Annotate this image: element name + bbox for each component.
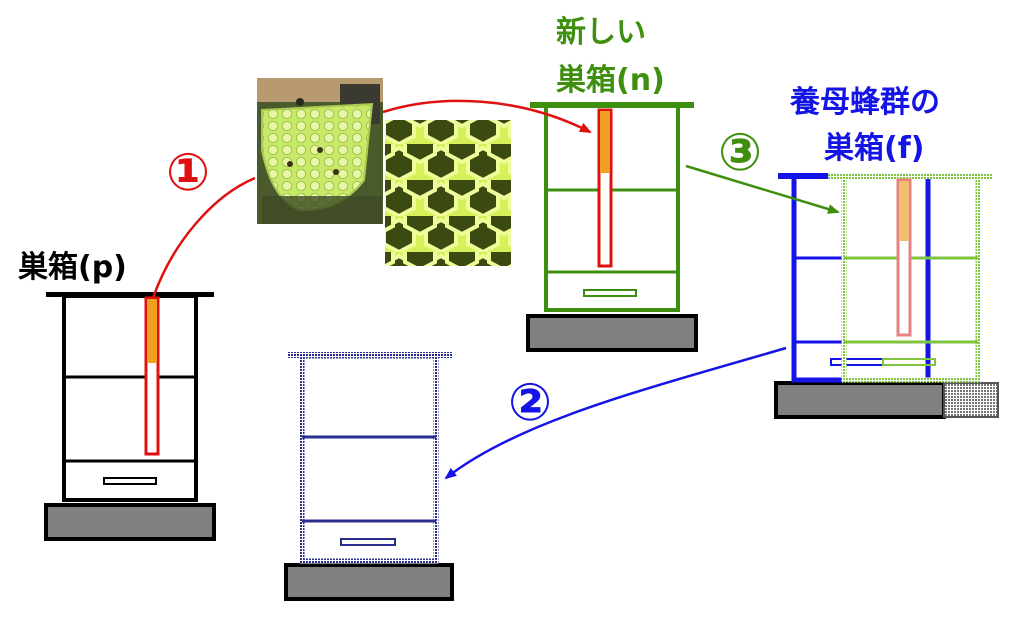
hive-f-overlay-entrance xyxy=(882,358,936,366)
hive-n-label-line2: 巣箱(n) xyxy=(556,63,665,98)
hive-n-entrance xyxy=(583,289,637,297)
hive-f-entrance xyxy=(830,358,884,366)
hive-f-comb-brood xyxy=(899,181,909,241)
hive-f-base-shadow xyxy=(943,382,999,418)
arrow-step3 xyxy=(685,164,840,214)
hive-p-base xyxy=(44,503,216,541)
hive-p-body xyxy=(62,294,198,502)
honeycomb-photo-icon xyxy=(257,78,383,224)
hive-p-entrance xyxy=(103,477,157,485)
step1-number: ① xyxy=(166,143,210,203)
arrow-step2 xyxy=(444,346,787,480)
hive-f-base xyxy=(774,381,946,419)
hive-empty-entrance xyxy=(340,538,396,546)
hive-p-comb-brood xyxy=(147,299,157,363)
hive-p-label: 巣箱(p) xyxy=(18,250,127,285)
hive-n xyxy=(526,102,698,352)
hive-n-comb-brood xyxy=(600,111,610,173)
hive-empty-base xyxy=(284,563,454,601)
hive-f-overlay-body xyxy=(841,173,981,383)
hive-f xyxy=(774,173,999,419)
honeycomb-closeup-photo-icon xyxy=(385,120,511,266)
hive-f-label-line2: 巣箱(f) xyxy=(824,131,924,166)
hive-n-label-line1: 新しい xyxy=(556,15,646,50)
arrow-step1-b xyxy=(382,99,592,134)
hive-n-base xyxy=(526,314,698,352)
hive-empty-body xyxy=(299,353,439,564)
step3-number: ③ xyxy=(718,123,762,183)
hive-p xyxy=(44,292,216,541)
hive-n-body xyxy=(544,104,680,312)
step2-number: ② xyxy=(508,373,552,433)
hive-f-label-line1: 養母蜂群の xyxy=(789,85,940,120)
arrow-step1-a xyxy=(151,176,256,299)
hive-empty xyxy=(284,352,454,601)
